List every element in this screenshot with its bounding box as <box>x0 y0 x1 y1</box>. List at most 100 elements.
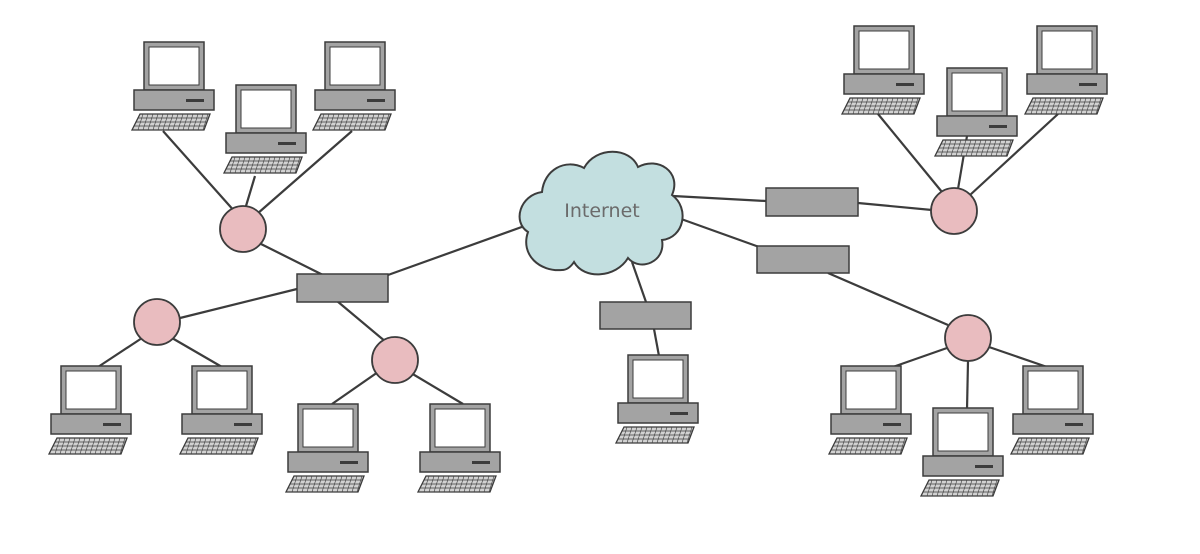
keyboard-key-line <box>960 139 967 157</box>
keyboard-key-line <box>294 156 301 174</box>
keyboard-key-line <box>1035 97 1042 115</box>
computer-icon <box>47 365 132 455</box>
keyboard-key-line <box>152 113 159 131</box>
computer-icon <box>311 41 396 131</box>
keyboard-key-line <box>79 437 86 455</box>
link-line <box>171 337 223 368</box>
keyboard-key-line <box>1000 139 1007 157</box>
keyboard-key-line <box>1036 437 1043 455</box>
keyboard-key-line <box>864 437 871 455</box>
drive-slot <box>989 125 1007 128</box>
keyboard-key-line <box>1066 437 1073 455</box>
link-line <box>877 113 943 193</box>
keyboard-key-line <box>862 97 869 115</box>
drive-slot <box>367 99 385 102</box>
keyboard-key-line <box>955 139 962 157</box>
keyboard-key-line <box>884 437 891 455</box>
keyboard-key-line <box>686 426 693 444</box>
keyboard-key-line <box>291 475 298 493</box>
keyboard-key-line <box>210 437 217 455</box>
keyboard-key-line <box>1070 97 1077 115</box>
keyboard-key-line <box>872 97 879 115</box>
keyboard-key-line <box>142 113 149 131</box>
keyboard-key-line <box>1040 97 1047 115</box>
keyboard-key-line <box>205 437 212 455</box>
keyboard-key-line <box>1056 437 1063 455</box>
keyboard-key-line <box>239 156 246 174</box>
keyboard-key-line <box>328 113 335 131</box>
keyboard-key-line <box>157 113 164 131</box>
drive-slot <box>186 99 204 102</box>
keyboard-key-line <box>358 113 365 131</box>
keyboard-key-line <box>1031 437 1038 455</box>
keyboard-key-line <box>225 437 232 455</box>
router-box-icon <box>296 273 389 303</box>
keyboard-key-line <box>468 475 475 493</box>
keyboard-key-line <box>676 426 683 444</box>
keyboard-key-line <box>187 113 194 131</box>
drive-slot <box>1079 83 1097 86</box>
keyboard-key-line <box>986 479 993 497</box>
keyboard-key-line <box>69 437 76 455</box>
link-line <box>244 175 257 207</box>
keyboard-key-line <box>220 437 227 455</box>
keyboard-key-line <box>323 113 330 131</box>
keyboard-key-line <box>1090 97 1097 115</box>
monitor-screen <box>1041 30 1093 70</box>
drive-slot <box>975 465 993 468</box>
keyboard-key-line <box>854 437 861 455</box>
computer-icon <box>933 67 1018 157</box>
keyboard-key-line <box>458 475 465 493</box>
computers <box>47 25 1108 497</box>
hub-nodes <box>133 187 992 384</box>
link-line <box>827 271 949 327</box>
keyboard-key-line <box>1041 437 1048 455</box>
keyboard-key-line <box>946 479 953 497</box>
keyboard-key-line <box>646 426 653 444</box>
keyboard-key-line <box>1021 437 1028 455</box>
keyboard-key-line <box>1080 97 1087 115</box>
keyboard-key-line <box>235 437 242 455</box>
link-line <box>179 287 298 320</box>
link-line <box>256 130 353 215</box>
monitor-screen <box>845 370 897 410</box>
keyboard-key-line <box>1061 437 1068 455</box>
keyboard-key-line <box>147 113 154 131</box>
keyboard-key-line <box>306 475 313 493</box>
computer-base <box>287 451 369 473</box>
cloud-label: Internet <box>564 200 639 222</box>
monitor-screen <box>65 370 117 410</box>
computer-base <box>133 89 215 111</box>
keyboard-key-line <box>94 437 101 455</box>
keyboard-key-line <box>240 437 247 455</box>
keyboard-key-line <box>1046 437 1053 455</box>
link-line <box>969 113 1059 196</box>
hub-node-icon <box>930 187 978 235</box>
link-line <box>162 130 237 214</box>
computer-base <box>922 455 1004 477</box>
keyboard-key-line <box>316 475 323 493</box>
router-boxes <box>296 187 859 330</box>
monitor-screen <box>951 72 1003 112</box>
keyboard-key-line <box>488 475 495 493</box>
keyboard-key-line <box>478 475 485 493</box>
keyboard-key-line <box>284 156 291 174</box>
link-line <box>410 372 464 405</box>
keyboard-key-line <box>254 156 261 174</box>
keyboard-key-line <box>894 437 901 455</box>
cloud-icon <box>518 150 684 276</box>
keyboard-key-line <box>926 479 933 497</box>
computer-icon <box>840 25 925 115</box>
keyboard-key-line <box>331 475 338 493</box>
keyboard-key-line <box>321 475 328 493</box>
link-line <box>652 328 661 357</box>
keyboard-key-line <box>666 426 673 444</box>
keyboard-key-line <box>448 475 455 493</box>
keyboard-key-line <box>104 437 111 455</box>
drive-slot <box>896 83 914 86</box>
keyboard-key-line <box>641 426 648 444</box>
keyboard-key-line <box>1045 97 1052 115</box>
keyboard-key-line <box>301 475 308 493</box>
keyboard-key-line <box>985 139 992 157</box>
keyboard-key-line <box>215 437 222 455</box>
